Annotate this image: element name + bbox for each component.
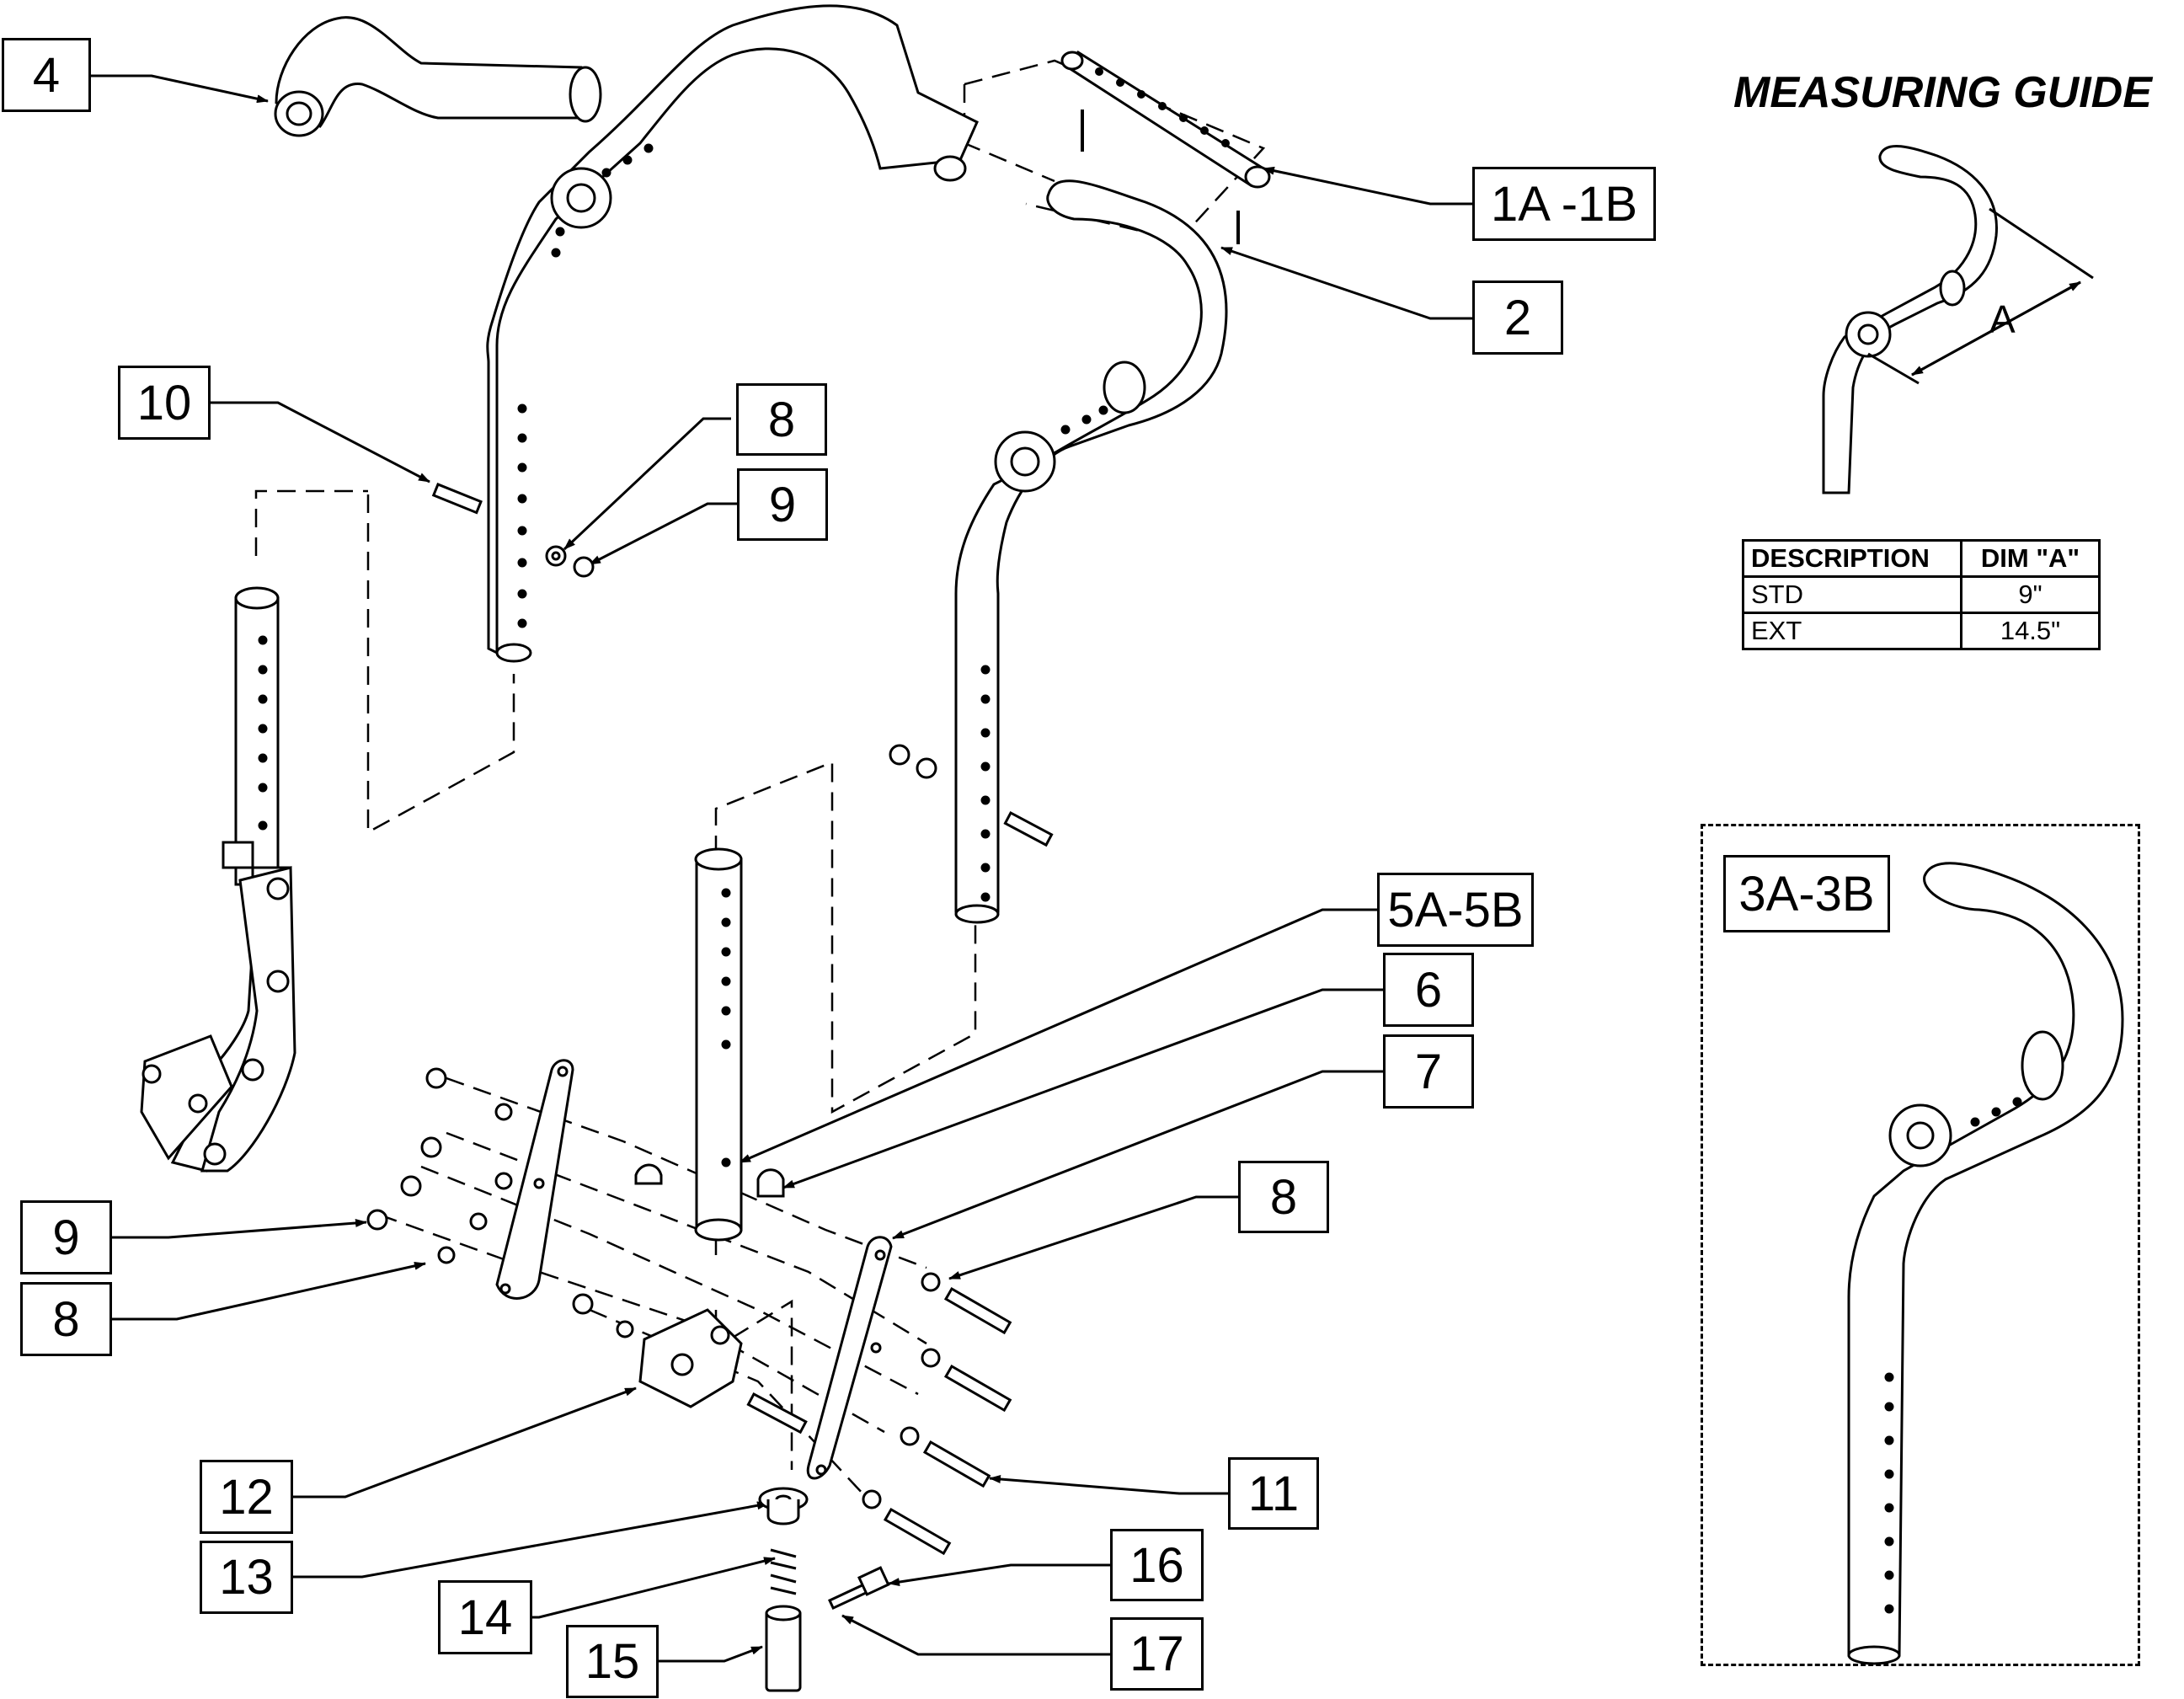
row-description: STD [1742,575,1962,614]
callout-8-right: 8 [1238,1161,1329,1233]
bolts [746,1286,1012,1556]
measuring-guide-title: MEASURING GUIDE [1733,68,2152,117]
callout-6: 6 [1383,953,1474,1027]
callout-16: 16 [1110,1529,1204,1601]
callout-2: 2 [1472,280,1563,355]
back-post-assembly [140,586,296,1173]
callout-9-left: 9 [20,1200,112,1274]
right-push-handle [954,179,1228,924]
callout-15: 15 [566,1625,659,1698]
callout-17: 17 [1110,1617,1204,1691]
callout-7: 7 [1383,1034,1474,1109]
assembly-guides [254,59,1266,1509]
extension-tube [1060,50,1271,244]
dimension-a-label: A [1989,297,2016,341]
callout-3a-3b: 3A-3B [1723,855,1890,932]
inset-handle [1847,862,2124,1665]
table-row: EXT 14.5" [1742,612,2101,650]
dimension-table-header: DESCRIPTION DIM "A" [1742,539,2101,578]
callout-5a-5b: 5A-5B [1377,873,1534,947]
callout-11: 11 [1228,1457,1319,1530]
header-dim-a: DIM "A" [1960,539,2101,578]
nuts-washers [366,1067,941,1509]
dimension-table: DESCRIPTION DIM "A" STD 9" EXT 14.5" [1742,539,2101,650]
fasteners-upper [431,483,1054,847]
callout-8-top: 8 [736,383,827,456]
callout-13: 13 [200,1541,293,1614]
hand-grip-part [274,16,602,137]
measuring-guide-handle [1822,144,2094,494]
center-post [694,847,743,1242]
callout-9-top: 9 [737,468,828,541]
callout-12: 12 [200,1460,293,1534]
row-dim: 9" [1960,575,2101,614]
callout-10: 10 [118,366,211,440]
callout-8-left: 8 [20,1282,112,1356]
row-description: EXT [1742,612,1962,650]
header-description: DESCRIPTION [1742,539,1962,578]
left-push-handle [486,4,979,663]
table-row: STD 9" [1742,575,2101,614]
mounting-plates [495,1059,893,1525]
callout-1a-1b: 1A -1B [1472,167,1656,241]
row-dim: 14.5" [1960,612,2101,650]
callout-4: 4 [2,38,91,112]
spring-pin-parts [765,1548,890,1692]
option-inset-box [1701,824,2140,1666]
leader-lines [91,74,1472,1663]
callout-14: 14 [438,1580,532,1654]
